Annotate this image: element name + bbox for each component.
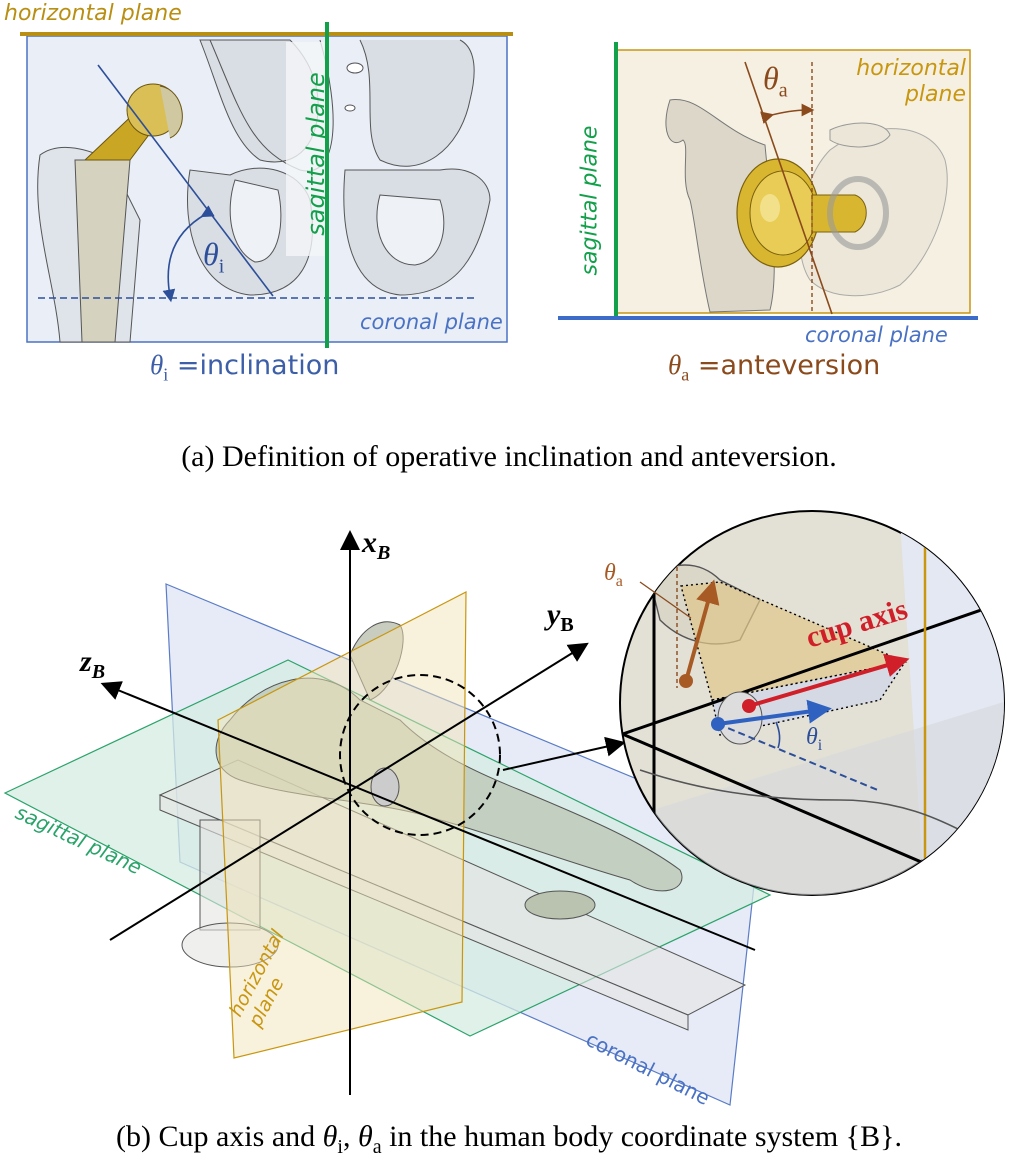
coronal-plane-label: coronal plane <box>360 310 503 334</box>
inclination-vector-origin <box>711 717 725 731</box>
theta-subscript: i <box>817 736 823 754</box>
coronal-plane-label: coronal plane <box>805 323 948 347</box>
cup-axis-vector <box>748 653 910 708</box>
caption-b: (b) Cup axis and θi, θa in the human bod… <box>0 1120 1018 1159</box>
theta-a-inset-label: θa <box>604 560 623 591</box>
theta-i-reference-line <box>717 723 881 792</box>
caption-prefix: (b) Cup axis and <box>116 1120 323 1153</box>
theta-symbol: θ <box>806 724 818 750</box>
caption-separator: , <box>342 1120 358 1153</box>
anteversion-angle-arc <box>760 103 815 124</box>
definition-text: =inclination <box>168 350 340 381</box>
theta-symbol: θ <box>604 560 616 586</box>
magnify-region-circle <box>339 674 501 836</box>
anteversion-vector <box>684 579 720 682</box>
axis-letter: x <box>362 526 377 559</box>
panel-b <box>3 510 1005 1106</box>
theta-a-label: θa <box>763 60 788 102</box>
axis-subscript: B <box>560 614 574 636</box>
cup-axis-vector-origin <box>742 699 756 713</box>
caption-a: (a) Definition of operative inclination … <box>181 440 837 473</box>
inclination-angle-arc <box>162 205 215 303</box>
inclination-vector <box>717 699 832 726</box>
panel-a-left <box>20 22 513 348</box>
cup-implant <box>370 767 400 807</box>
y-axis-label: yB <box>547 598 574 637</box>
panel-a-right <box>558 42 978 320</box>
x-axis-label: xB <box>362 526 390 565</box>
theta-subscript: i <box>218 255 225 278</box>
z-axis-label: zB <box>80 645 105 684</box>
caption-theta-i: θ <box>322 1120 338 1153</box>
label-line-2: plane <box>904 82 966 107</box>
sagittal-plane-label: sagittal plane <box>302 72 330 236</box>
y-axis <box>109 642 589 941</box>
patient-foot <box>524 890 596 920</box>
caption-theta-a: θ <box>357 1120 373 1153</box>
horizontal-plane <box>217 591 467 1059</box>
femoral-neck <box>811 194 867 233</box>
definition-symbol: θ <box>150 350 164 380</box>
cup-axis-line <box>744 61 833 315</box>
theta-a-leader-line <box>639 581 692 619</box>
axis-subscript: B <box>91 661 106 683</box>
theta-i-arc <box>775 721 781 749</box>
caption-suffix: in the human body coordinate system {B}. <box>381 1120 902 1153</box>
pelvis-bone-right <box>359 39 475 167</box>
anteversion-definition: θa =anteversion <box>668 350 880 385</box>
definition-subscript: a <box>681 364 690 385</box>
theta-i-inset-label: θi <box>806 724 822 755</box>
axis-letter: y <box>547 598 561 631</box>
axis-subscript: B <box>377 542 391 564</box>
theta-subscript: a <box>778 79 788 102</box>
z-axis <box>100 681 756 951</box>
acetabulum-bone <box>665 99 775 313</box>
theta-subscript: a <box>615 572 623 590</box>
sagittal-plane-label: sagittal plane <box>577 125 603 276</box>
theta-symbol: θ <box>203 236 219 272</box>
label-line-1: horizontal <box>856 56 966 81</box>
definition-subscript: i <box>163 364 169 385</box>
horizontal-plane-label: horizontal plane <box>4 1 182 26</box>
magnified-inset <box>619 510 1005 896</box>
cup-axis-line <box>97 64 274 297</box>
magnify-pointer-arrow <box>502 736 626 771</box>
axis-letter: z <box>80 645 92 678</box>
definition-symbol: θ <box>668 350 682 380</box>
anteversion-vector-origin <box>679 674 693 688</box>
definition-text: =anteversion <box>689 350 881 381</box>
inclination-definition: θi =inclination <box>150 350 339 385</box>
caption-sub-i: i <box>337 1136 343 1158</box>
caption-sub-a: a <box>372 1136 382 1158</box>
theta-symbol: θ <box>763 60 779 96</box>
theta-i-label: θi <box>203 236 224 278</box>
